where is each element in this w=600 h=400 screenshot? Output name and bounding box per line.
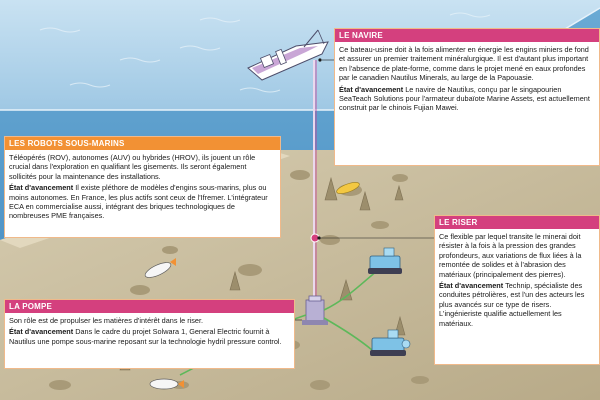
status-text: Technip, spécialiste des conduites pétro… xyxy=(439,281,585,328)
callout-title: LE RISER xyxy=(435,216,599,229)
callout-text: Ce flexible par lequel transite le miner… xyxy=(439,232,582,279)
callout-title: LES ROBOTS SOUS-MARINS xyxy=(5,137,280,150)
status-label: État d'avancement xyxy=(339,84,404,94)
callout-text: Son rôle est de propulser les matières d… xyxy=(9,316,204,325)
ship-icon xyxy=(247,29,329,81)
callout-status: État d'avancement Dans le cadre du proje… xyxy=(9,327,290,346)
crawler-machine-icon xyxy=(370,329,411,356)
callout-status: État d'avancement Il existe pléthore de … xyxy=(9,183,276,221)
crawler-machine-icon xyxy=(368,247,402,274)
callout-lines xyxy=(295,59,434,321)
status-text: Dans le cadre du projet Solwara 1, Gener… xyxy=(9,327,282,346)
status-label: État d'avancement xyxy=(439,281,504,291)
auv-drone-icon xyxy=(149,378,184,390)
callout-title: LA POMPE xyxy=(5,300,294,313)
callout-title: LE NAVIRE xyxy=(335,29,599,42)
slurry-pipe xyxy=(323,269,379,311)
status-text: Le navire de Nautilus, conçu par le sing… xyxy=(339,84,590,113)
status-label: État d'avancement xyxy=(9,327,74,337)
callout-status: État d'avancement Le navire de Nautilus,… xyxy=(339,85,595,113)
callout-text: Téléopérés (ROV), autonomes (AUV) ou hyb… xyxy=(9,153,256,181)
callout-navire: LE NAVIRE Ce bateau-usine doit à la fois… xyxy=(334,28,600,166)
callout-riser: LE RISER Ce flexible par lequel transite… xyxy=(434,215,600,365)
pump-icon xyxy=(302,295,328,325)
callout-status: État d'avancement Technip, spécialiste d… xyxy=(439,281,595,328)
auv-drone-icon xyxy=(144,258,176,278)
status-label: État d'avancement xyxy=(9,183,74,193)
callout-robots: LES ROBOTS SOUS-MARINS Téléopérés (ROV),… xyxy=(4,136,281,238)
callout-pompe: LA POMPE Son rôle est de propulser les m… xyxy=(4,299,295,369)
auv-drone-icon xyxy=(336,182,360,194)
status-text: Il existe pléthore de modèles d'engins s… xyxy=(9,183,268,221)
surface-ripples xyxy=(39,12,491,93)
callout-text: Ce bateau-usine doit à la fois alimenter… xyxy=(339,45,589,83)
